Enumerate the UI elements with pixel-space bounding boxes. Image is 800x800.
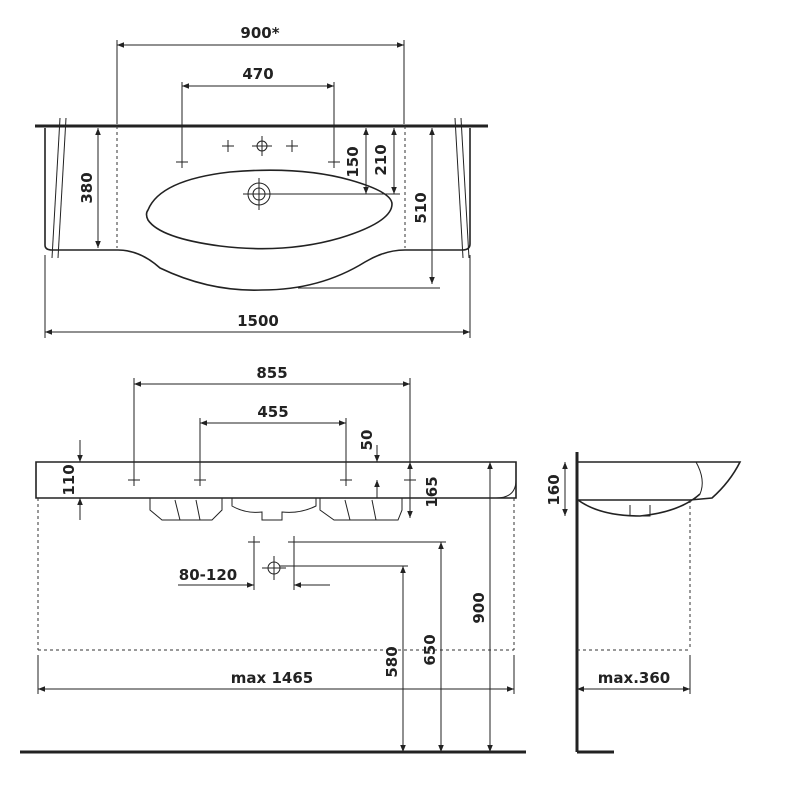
dim-650: 650 [421,634,439,665]
dim-150: 150 [344,146,362,177]
side-basin-profile [577,461,742,517]
front-bowl-underside [149,498,403,521]
dim-455: 455 [257,403,288,421]
top-right-break-line-2 [460,117,470,259]
dim-max-360: max.360 [598,669,670,687]
dim-110: 110 [60,464,78,495]
top-bowl [145,169,393,250]
side-view: 160 max.360 [545,452,742,754]
top-view: 900* 470 380 150 210 510 1500 [35,24,488,338]
top-right-break-line [454,117,464,259]
dim-510: 510 [412,192,430,223]
top-left-break-line-2 [57,117,67,259]
dim-80-120: 80-120 [179,566,237,584]
front-view: 855 455 50 110 165 80-120 [20,364,526,754]
front-waste-fittings [248,536,300,580]
dim-470: 470 [242,65,273,83]
dim-160: 160 [545,474,563,505]
dim-210: 210 [372,144,390,175]
dim-1500: 1500 [237,312,279,330]
dim-50: 50 [358,430,376,451]
front-tap-holes [128,474,416,486]
dim-380: 380 [78,172,96,203]
dim-165: 165 [423,476,441,507]
dim-580: 580 [383,646,401,677]
dim-855: 855 [256,364,287,382]
top-basin-outline [44,128,471,291]
dim-max-1465: max 1465 [231,669,313,687]
dim-900-top: 900* [240,24,279,42]
dim-900-front: 900 [470,592,488,623]
top-left-break-line [51,117,61,259]
top-tap-holes [176,136,340,168]
front-countertop [35,461,517,499]
